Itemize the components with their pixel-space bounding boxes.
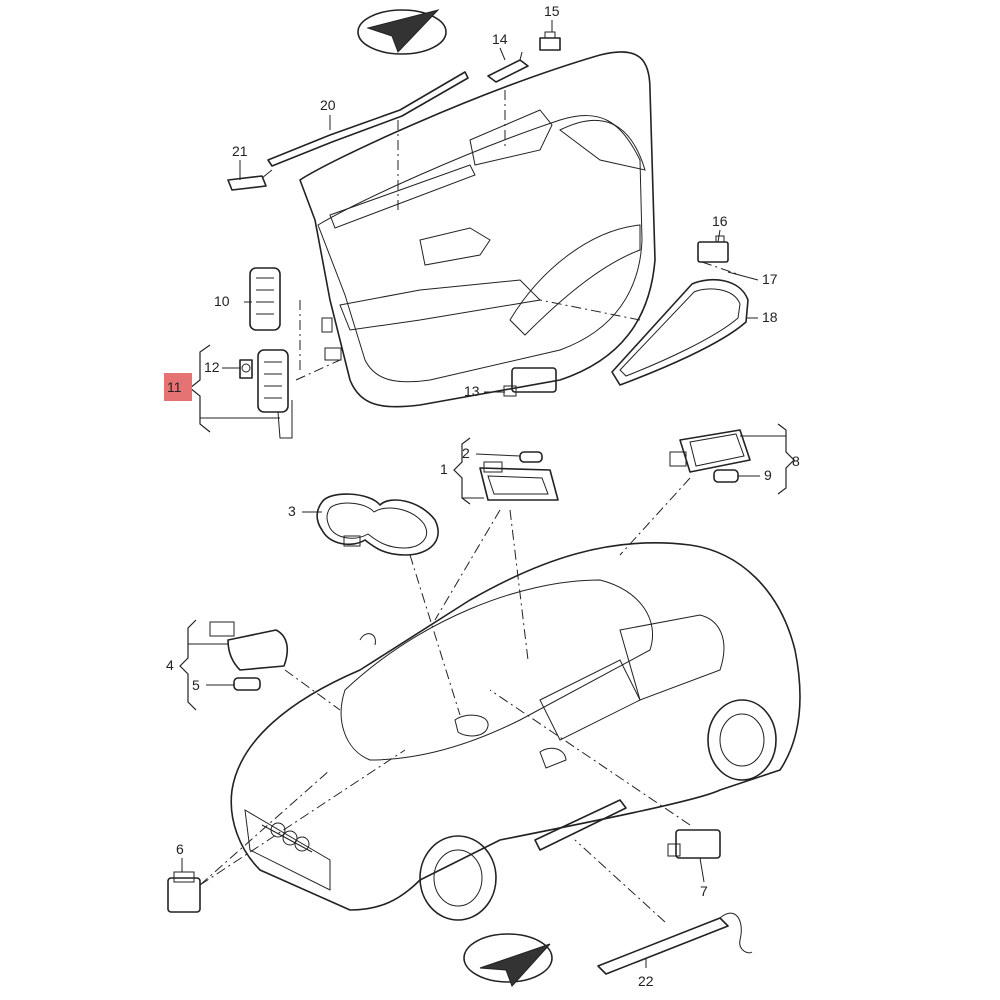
callout-7: 7 [700, 883, 708, 899]
callout-8: 8 [792, 453, 800, 469]
callout-1: 1 [440, 461, 448, 477]
callout-10: 10 [214, 293, 230, 309]
braces [179, 344, 795, 711]
callout-6: 6 [176, 841, 184, 857]
part-1-interior-lamp [479, 461, 559, 501]
part-6-lamp [167, 871, 201, 913]
callout-15: 15 [544, 3, 560, 19]
part-10-lamp [249, 267, 281, 331]
car-body [230, 542, 801, 921]
callout-11-highlight [164, 373, 192, 401]
part-8-lamp [669, 429, 751, 473]
callout-4: 4 [166, 657, 174, 673]
callout-3: 3 [288, 503, 296, 519]
part-18-light-guide [611, 278, 749, 386]
callout-5: 5 [192, 677, 200, 693]
part-12-bulb [239, 359, 253, 379]
part-14-switch [487, 51, 529, 83]
compass-top-icon [357, 9, 447, 55]
part-2-bulb [519, 451, 543, 463]
part-13-lamp [503, 367, 557, 397]
part-22-sill-strip [597, 912, 753, 975]
callout-21: 21 [232, 143, 248, 159]
part-21-clip [227, 169, 273, 191]
callout-20: 20 [320, 97, 336, 113]
part-15-bulb-holder [539, 31, 561, 51]
part-3-seal [316, 493, 439, 556]
part-20-trim-strip [267, 71, 469, 167]
callout-13: 13 [464, 383, 480, 399]
callout-2: 2 [462, 445, 470, 461]
callout-17: 17 [762, 271, 778, 287]
part-4-lamp [209, 621, 289, 671]
callout-18: 18 [762, 309, 778, 325]
callout-12: 12 [204, 359, 220, 375]
part-9-bulb [713, 469, 739, 483]
callout-14: 14 [492, 31, 508, 47]
callout-16: 16 [712, 213, 728, 229]
part-16-connector [697, 235, 729, 263]
part-5-bulb [233, 677, 261, 691]
part-11-lamp [257, 349, 293, 439]
compass-bottom-icon [463, 933, 553, 987]
callout-labels: 15 14 20 21 16 17 18 10 12 11 13 2 1 8 9… [166, 3, 800, 989]
door-panel [299, 51, 656, 408]
leader-lines [199, 90, 741, 923]
callout-11: 11 [167, 379, 182, 395]
part-7-lamp [667, 829, 721, 859]
callout-9: 9 [764, 467, 772, 483]
callout-leaders [181, 20, 760, 968]
callout-22: 22 [638, 973, 654, 989]
